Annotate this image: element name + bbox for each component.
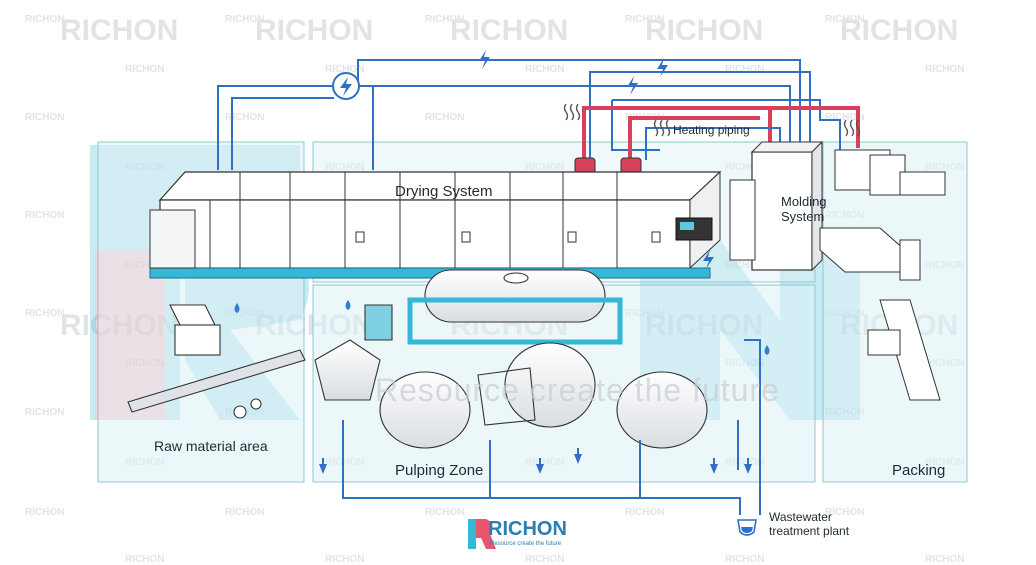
watermark-brand: RICHON (725, 260, 764, 271)
control-panel (675, 217, 713, 241)
heat-wave-icon (653, 119, 671, 137)
watermark-brand: RICHON (725, 162, 764, 173)
electric-bolt-icon (703, 250, 714, 269)
watermark-brand: RICHON (925, 64, 964, 75)
watermark-brand: RICHON (25, 14, 64, 25)
heating-pipes-blue (645, 127, 781, 160)
watermark-brand: RICHON (125, 64, 164, 75)
molding-system-label: Molding (781, 194, 827, 209)
logo-brand: RICHON (488, 518, 567, 540)
watermark-brand: RICHON (255, 14, 373, 47)
water-drop-icon (234, 300, 770, 355)
down-arrow-icon (319, 448, 752, 474)
watermark-brand: RICHON (25, 308, 64, 319)
watermark-brand: RICHON (725, 64, 764, 75)
watermark-brand: RICHON (325, 64, 364, 75)
molding-machine (729, 140, 824, 272)
electric-pipes (217, 59, 841, 170)
watermark-brand: RICHON (840, 14, 958, 47)
watermark-brand: RICHON (825, 14, 864, 25)
electric-bolt-icon (627, 76, 638, 95)
heat-wave-icon (563, 103, 581, 121)
watermark-brand: RICHON (725, 554, 764, 565)
packing-label: Packing (892, 462, 946, 479)
electric-bolt-icon (657, 58, 668, 77)
watermark-brand: RICHON (625, 507, 664, 518)
watermark-brand: RICHON (225, 507, 264, 518)
watermark-brand: RICHON (525, 64, 564, 75)
heating-piping-label: Heating piping (673, 123, 750, 137)
pulping-equipment (314, 269, 708, 449)
watermark-brand: RICHON (60, 14, 178, 47)
watermark-brand: RICHON (645, 14, 763, 47)
watermark-brand: RICHON (525, 162, 564, 173)
watermark-brand: RICHON (425, 112, 464, 123)
electric-bolt-icon (479, 50, 490, 69)
watermark-brand: RICHON (25, 407, 64, 418)
watermark-brand: RICHON (25, 507, 64, 518)
watermark-brand: RICHON (450, 14, 568, 47)
drying-tunnel (149, 170, 722, 279)
watermark-brand: RICHON (925, 554, 964, 565)
packing-line (819, 149, 946, 401)
watermark-brand: RICHON (425, 507, 464, 518)
drying-system-label: Drying System (395, 183, 493, 200)
tagline-watermark: Resource create the future (375, 372, 780, 408)
watermark-brand: RICHON (325, 162, 364, 173)
watermark-brand: RICHON (325, 554, 364, 565)
watermark-brand: RICHON (125, 554, 164, 565)
watermark-brand: RICHON (825, 112, 864, 123)
electric-bolt-icon (332, 72, 360, 100)
watermark-brand: RICHON (425, 14, 464, 25)
watermark-brand: RICHON (825, 507, 864, 518)
watermark-brand: RICHON (25, 112, 64, 123)
watermark-brand: RICHON (525, 554, 564, 565)
richon-logo-mark (468, 519, 496, 549)
heat-wave-icon (843, 119, 861, 137)
wastewater-label: Wastewater (769, 510, 832, 524)
watermark-brand: RICHON (225, 112, 264, 123)
raw-material-equipment (127, 304, 306, 419)
treatment-tank-icon (737, 519, 757, 536)
pulping-zone-label: Pulping Zone (395, 462, 484, 479)
watermark-brand: RICHON (25, 210, 64, 221)
raw-material-area-label: Raw material area (154, 438, 268, 454)
wastewater-pipes (342, 339, 761, 515)
logo-tagline: Resource create the future (490, 541, 562, 547)
wastewater-label-line2: treatment plant (769, 524, 850, 538)
watermark-brand: RICHON (625, 14, 664, 25)
watermark-brand: RICHON (225, 14, 264, 25)
molding-system-label-line2: System (781, 209, 825, 224)
